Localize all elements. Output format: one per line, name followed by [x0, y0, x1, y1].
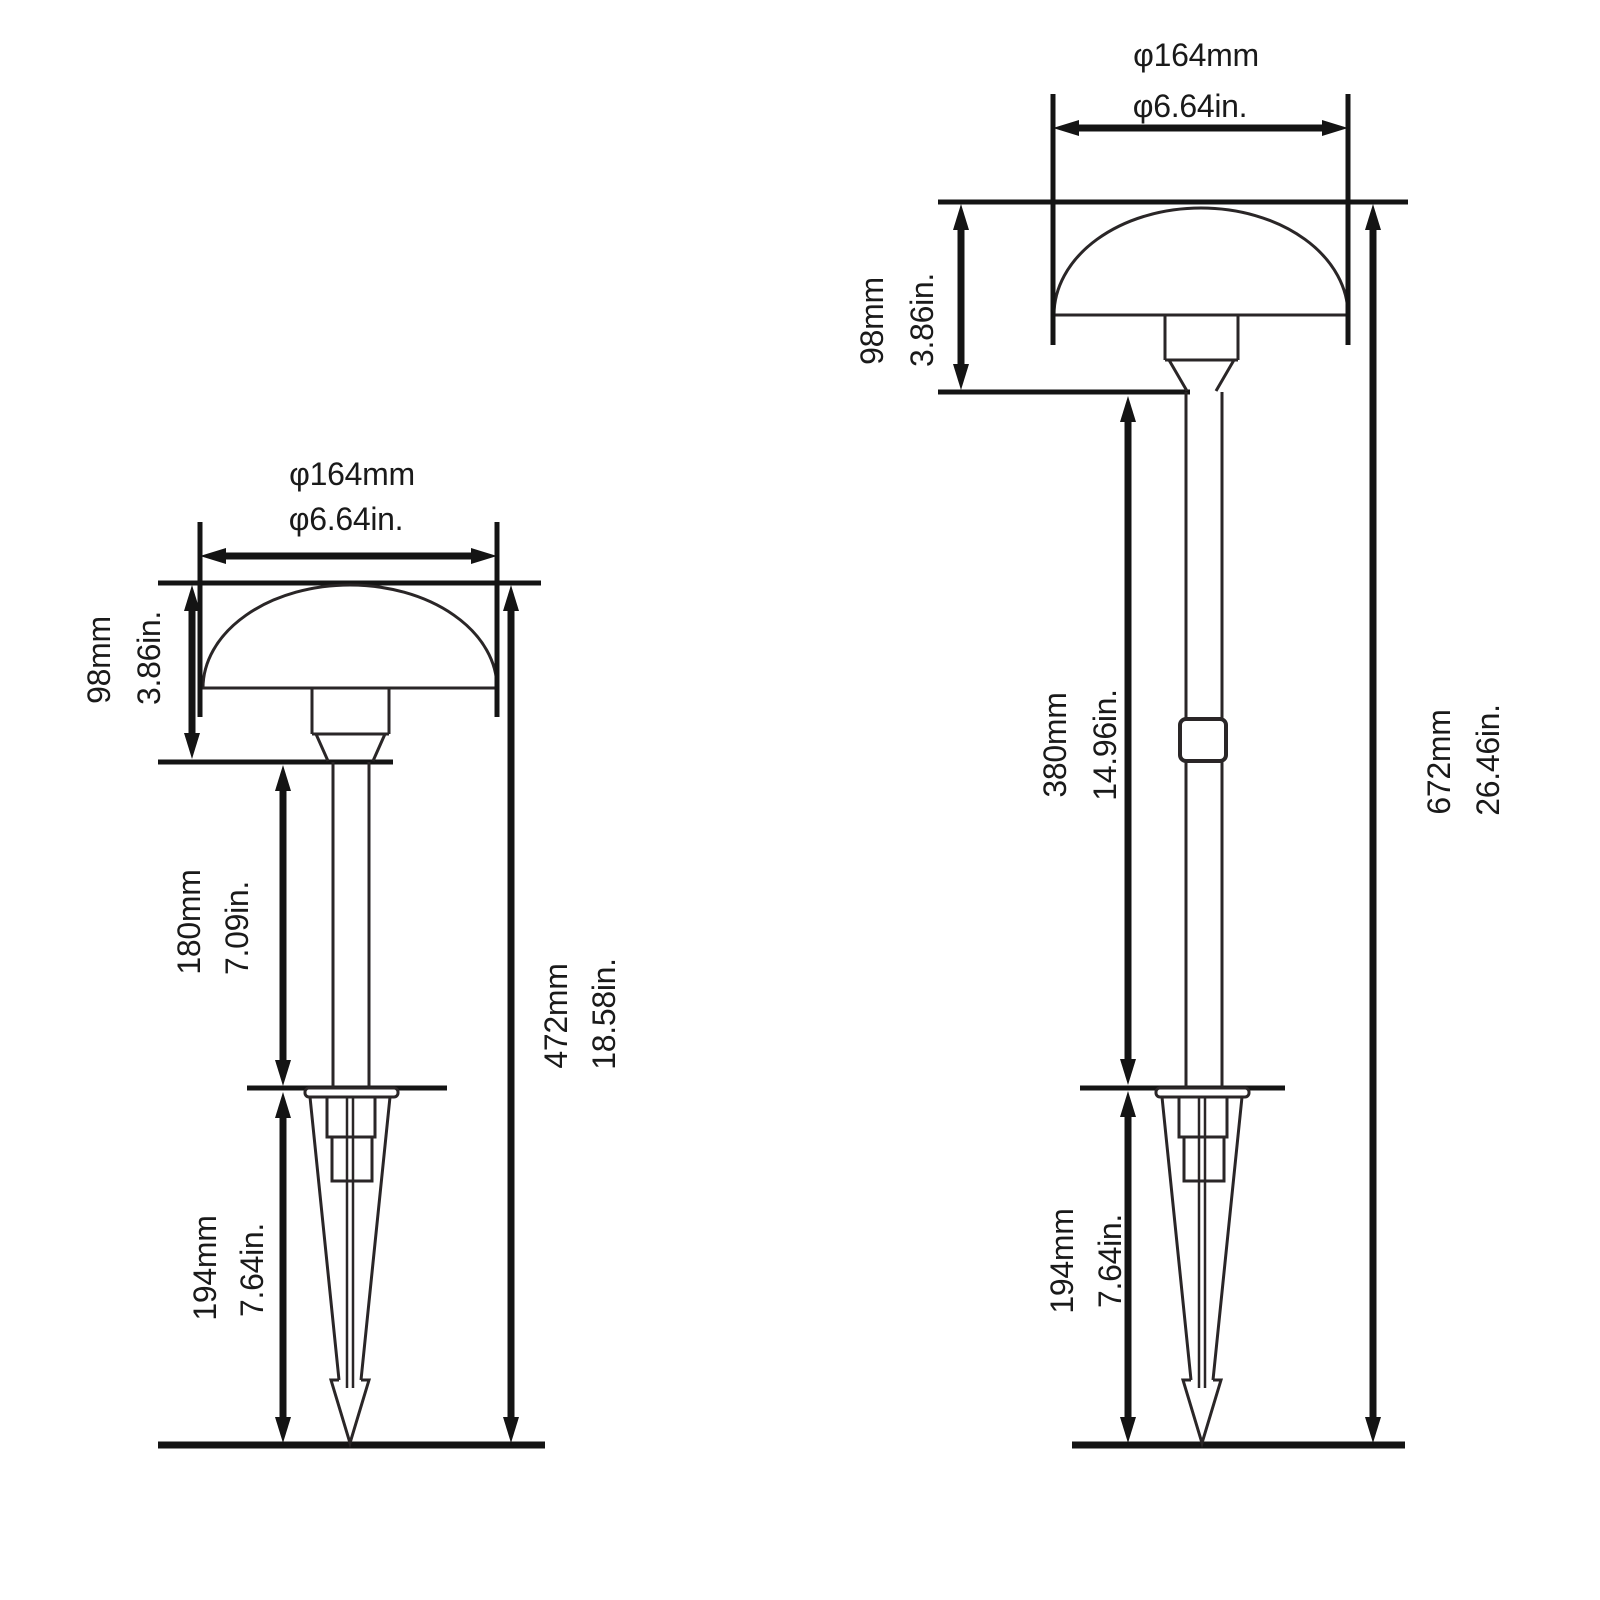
- tall-dim-head-diameter: φ164mm φ6.64in.: [1050, 37, 1351, 345]
- tall-fixture-outline: [1052, 206, 1350, 1449]
- tall-head-height-label-in: 3.86in.: [904, 273, 940, 367]
- arrowhead-up-icon: [1365, 204, 1381, 230]
- tall-dome-shade: [1052, 206, 1350, 317]
- tall-diameter-label-mm: φ164mm: [1133, 37, 1259, 73]
- short-spike-cone: [308, 1096, 392, 1381]
- short-fixture-outline: [201, 583, 499, 1449]
- short-dim-head-diameter: φ164mm φ6.64in.: [197, 456, 500, 717]
- tall-spike-tip: [1180, 1378, 1224, 1449]
- short-total-label-mm: 472mm: [538, 963, 574, 1068]
- arrowhead-right-icon: [1322, 120, 1348, 136]
- arrowhead-down-icon: [184, 733, 200, 759]
- arrowhead-down-icon: [953, 364, 969, 390]
- tall-pole-label-in: 14.96in.: [1087, 689, 1123, 800]
- short-dim-spike: 194mm 7.64in.: [187, 1092, 291, 1443]
- tall-dim-spike: 194mm 7.64in.: [1044, 1091, 1136, 1443]
- tall-cable-box-upper: [1177, 1095, 1229, 1139]
- tall-head-height-label-mm: 98mm: [854, 277, 890, 365]
- arrowhead-up-icon: [503, 585, 519, 611]
- tall-total-label-in: 26.46in.: [1470, 704, 1506, 815]
- arrowhead-down-icon: [1120, 1059, 1136, 1085]
- short-pole-label-in: 7.09in.: [219, 881, 255, 975]
- arrowhead-down-icon: [1120, 1417, 1136, 1443]
- short-pole: [331, 762, 371, 1088]
- arrowhead-down-icon: [275, 1417, 291, 1443]
- tall-dim-pole: 380mm 14.96in.: [1037, 396, 1136, 1085]
- short-pole-label-mm: 180mm: [171, 869, 207, 974]
- short-spike-tip: [328, 1378, 372, 1449]
- tall-pole-coupler: [1178, 717, 1228, 763]
- tall-dim-head-height: 98mm 3.86in.: [854, 204, 969, 390]
- tall-dim-total-height: 672mm 26.46in.: [1365, 204, 1506, 1443]
- arrowhead-right-icon: [471, 548, 497, 564]
- short-total-label-in: 18.58in.: [586, 958, 622, 1069]
- short-diameter-label-mm: φ164mm: [289, 456, 415, 492]
- arrowhead-up-icon: [953, 204, 969, 230]
- short-dome-shade: [201, 583, 499, 690]
- short-lamp-neck: [310, 688, 391, 762]
- short-spike-shaft: [345, 1097, 355, 1388]
- short-head-height-label-mm: 98mm: [81, 616, 117, 704]
- arrowhead-left-icon: [1053, 120, 1079, 136]
- arrowhead-down-icon: [1365, 1417, 1381, 1443]
- tall-reference-lines: [938, 199, 1408, 1449]
- tall-lamp-neck: [1163, 315, 1240, 392]
- short-head-height-label-in: 3.86in.: [131, 611, 167, 705]
- tall-spike-cone: [1160, 1096, 1244, 1381]
- tall-diameter-label-in: φ6.64in.: [1133, 88, 1247, 124]
- arrowhead-down-icon: [275, 1060, 291, 1086]
- arrowhead-up-icon: [184, 585, 200, 611]
- tall-total-label-mm: 672mm: [1421, 709, 1457, 814]
- tall-spike-label-mm: 194mm: [1044, 1208, 1080, 1313]
- arrowhead-up-icon: [275, 1092, 291, 1118]
- figure-short-light: φ164mm φ6.64in. 98mm 3.86in. 180mm 7.09i…: [81, 456, 622, 1449]
- short-diameter-label-in: φ6.64in.: [289, 501, 403, 537]
- short-dim-pole: 180mm 7.09in.: [171, 765, 291, 1086]
- arrowhead-up-icon: [1120, 396, 1136, 422]
- short-cable-box-lower: [330, 1135, 374, 1183]
- short-dim-total-height: 472mm 18.58in.: [503, 585, 622, 1443]
- arrowhead-left-icon: [200, 548, 226, 564]
- tall-cable-box-lower: [1182, 1135, 1226, 1183]
- arrowhead-down-icon: [503, 1417, 519, 1443]
- short-cable-box-upper: [325, 1095, 377, 1139]
- tall-spike-label-in: 7.64in.: [1092, 1214, 1128, 1308]
- figure-tall-light: φ164mm φ6.64in. 98mm 3.86in. 380mm 14.96…: [854, 37, 1506, 1449]
- arrowhead-up-icon: [275, 765, 291, 791]
- short-spike-label-mm: 194mm: [187, 1215, 223, 1320]
- short-dim-head-height: 98mm 3.86in.: [81, 585, 200, 759]
- tall-pole-label-mm: 380mm: [1037, 692, 1073, 797]
- short-spike-label-in: 7.64in.: [234, 1223, 270, 1317]
- arrowhead-up-icon: [1120, 1091, 1136, 1117]
- tall-spike-shaft: [1197, 1097, 1207, 1388]
